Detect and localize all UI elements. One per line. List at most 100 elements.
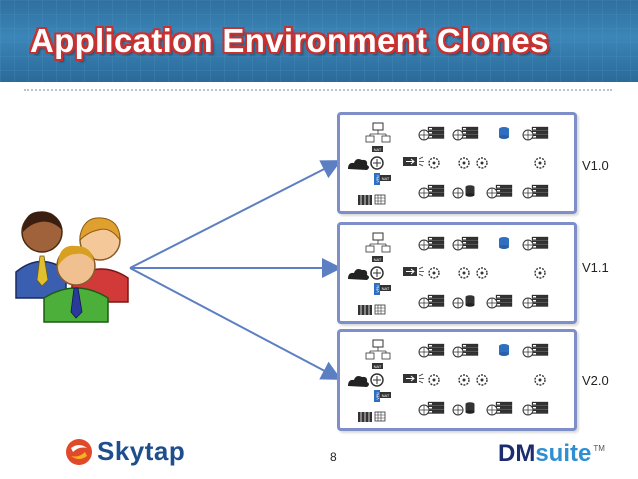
server-icon bbox=[427, 236, 445, 249]
nat-gateway-icon: NAT bbox=[372, 256, 383, 262]
server-icon bbox=[495, 184, 513, 197]
cloud-icon bbox=[348, 269, 369, 280]
globe-icon bbox=[522, 297, 534, 309]
database-icon bbox=[499, 127, 509, 139]
globe-icon bbox=[522, 346, 534, 358]
page-number: 8 bbox=[330, 450, 337, 464]
server-icon bbox=[427, 126, 445, 139]
database-icon bbox=[465, 295, 475, 307]
globe-icon bbox=[418, 187, 430, 199]
database-icon bbox=[465, 185, 475, 197]
datacenter-icon bbox=[358, 195, 372, 205]
svg-text:VPN: VPN bbox=[376, 392, 380, 400]
svg-text:NAT: NAT bbox=[382, 286, 390, 291]
router-icon bbox=[370, 373, 384, 387]
service-gear-icon bbox=[428, 267, 440, 279]
service-gear-icon bbox=[458, 157, 470, 169]
nat-gateway-icon: NAT bbox=[380, 175, 391, 181]
svg-text:NAT: NAT bbox=[382, 176, 390, 181]
vpn-icon: VPN bbox=[374, 173, 380, 185]
skytap-wordmark: Skytap bbox=[97, 436, 186, 466]
server-icon bbox=[531, 184, 549, 197]
globe-icon bbox=[418, 129, 430, 141]
server-icon bbox=[461, 236, 479, 249]
nat-gateway-icon: NAT bbox=[380, 392, 391, 398]
globe-icon bbox=[418, 346, 430, 358]
server-icon bbox=[495, 401, 513, 414]
monitor-icon bbox=[365, 232, 391, 253]
dmsuite-wordmark-dm: DM bbox=[498, 440, 536, 467]
globe-icon bbox=[486, 297, 498, 309]
server-icon bbox=[531, 294, 549, 307]
server-icon bbox=[427, 184, 445, 197]
service-gear-icon bbox=[428, 374, 440, 386]
svg-text:NAT: NAT bbox=[374, 147, 382, 152]
service-gear-icon bbox=[534, 374, 546, 386]
server-icon bbox=[531, 126, 549, 139]
env-label-v1-1: V1.1 bbox=[582, 260, 609, 275]
trademark-mark: TM bbox=[593, 444, 605, 453]
monitor-icon bbox=[365, 122, 391, 143]
datacenter-icon bbox=[358, 412, 372, 422]
skytap-swirl-icon bbox=[66, 438, 92, 465]
service-gear-icon bbox=[458, 374, 470, 386]
database-icon bbox=[499, 237, 509, 249]
globe-icon bbox=[452, 239, 464, 251]
header-grid-pattern bbox=[0, 0, 638, 82]
svg-text:NAT: NAT bbox=[374, 364, 382, 369]
divider bbox=[24, 89, 612, 91]
globe-icon bbox=[522, 404, 534, 416]
database-icon bbox=[465, 402, 475, 414]
service-gear-icon bbox=[476, 267, 488, 279]
table-grid-icon bbox=[374, 411, 386, 422]
nat-gateway-icon: NAT bbox=[372, 146, 383, 152]
firewall-icon bbox=[403, 157, 417, 166]
server-icon bbox=[461, 343, 479, 356]
service-gear-icon bbox=[428, 157, 440, 169]
globe-icon bbox=[418, 239, 430, 251]
globe-icon bbox=[418, 404, 430, 416]
router-icon bbox=[370, 266, 384, 280]
server-icon bbox=[531, 236, 549, 249]
server-icon bbox=[427, 294, 445, 307]
env-label-v1-0: V1.0 bbox=[582, 158, 609, 173]
slide-title: Application Environment Clones bbox=[30, 22, 549, 59]
service-gear-icon bbox=[534, 157, 546, 169]
globe-icon bbox=[418, 297, 430, 309]
globe-icon bbox=[522, 129, 534, 141]
nat-gateway-icon: NAT bbox=[380, 285, 391, 291]
slide-header: Application Environment Clones bbox=[0, 0, 638, 82]
dmsuite-wordmark-suite: suite bbox=[535, 440, 592, 467]
router-icon bbox=[370, 156, 384, 170]
globe-icon bbox=[452, 187, 464, 199]
server-icon bbox=[427, 343, 445, 356]
cloud-icon bbox=[348, 376, 369, 387]
server-icon bbox=[531, 401, 549, 414]
svg-text:VPN: VPN bbox=[376, 175, 380, 183]
firewall-icon bbox=[403, 267, 417, 276]
svg-text:NAT: NAT bbox=[382, 393, 390, 398]
globe-icon bbox=[452, 297, 464, 309]
server-icon bbox=[495, 294, 513, 307]
nat-gateway-icon: NAT bbox=[372, 363, 383, 369]
svg-text:VPN: VPN bbox=[376, 285, 380, 293]
service-gear-icon bbox=[476, 157, 488, 169]
monitor-icon bbox=[365, 339, 391, 360]
people-group-icon bbox=[15, 211, 129, 323]
cloud-icon bbox=[348, 159, 369, 170]
dmsuite-logo: DM suite TM bbox=[498, 440, 605, 468]
globe-icon bbox=[452, 346, 464, 358]
service-gear-icon bbox=[458, 267, 470, 279]
globe-icon bbox=[486, 404, 498, 416]
database-icon bbox=[499, 344, 509, 356]
skytap-logo: Skytap bbox=[65, 436, 185, 467]
globe-icon bbox=[452, 404, 464, 416]
table-grid-icon bbox=[374, 194, 386, 205]
vpn-icon: VPN bbox=[374, 283, 380, 295]
